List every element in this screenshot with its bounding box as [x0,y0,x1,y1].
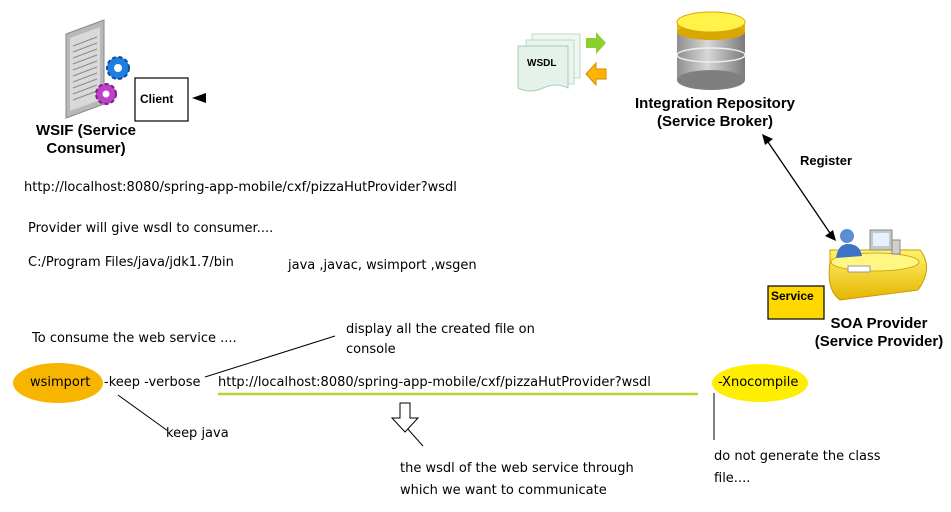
cmd-keep-verbose: -keep -verbose [104,375,201,390]
database-icon [676,11,746,90]
person-icon [836,229,862,258]
gear-icon-small [95,83,117,105]
jdk-tools-note: java ,javac, wsimport ,wsgen [288,258,477,273]
keep-connector [117,394,169,432]
consumer-title: WSIF (Service Consumer) [35,122,137,157]
cmd-xnocompile: -Xnocompile [718,375,799,390]
xnocompile-highlight [712,364,808,402]
wsdl-label: WSDL [527,58,557,69]
cmd-wsimport: wsimport [30,375,91,390]
client-label: Client [140,92,174,106]
register-arrow [762,134,836,241]
keep-java-note: keep java [166,426,229,441]
client-arrow-icon [192,93,206,103]
service-box [767,285,825,320]
down-arrow-icon [390,402,420,433]
no-class-note: do not generate the class file.... [714,449,881,486]
display-note: display all the created file on console [346,322,535,357]
jdk-path-note: C:/Program Files/java/jdk1.7/bin [28,255,234,270]
arrow-right-icon [586,32,606,54]
gear-icon [106,56,130,80]
wsdl-document-icon [517,33,581,92]
display-connector [204,335,336,378]
provider-desk-icon [828,229,927,301]
cmd-url: http://localhost:8080/spring-app-mobile/… [218,375,651,390]
client-box [134,77,189,122]
register-label: Register [800,153,853,168]
wsdl-desc-note: the wsdl of the web service through whic… [400,461,634,498]
provider-title: SOA Provider (Service Provider) [814,315,944,350]
to-consume-note: To consume the web service .... [32,331,237,346]
arrow-left-icon [585,61,607,87]
repository-title: Integration Repository (Service Broker) [634,95,795,130]
provider-gives-note: Provider will give wsdl to consumer.... [28,221,274,236]
server-icon [65,19,105,119]
wsimport-highlight [13,363,103,403]
wsdl-url-note: http://localhost:8080/spring-app-mobile/… [24,180,457,195]
service-label: Service [771,289,814,303]
wsdl-desc-connector [405,426,424,447]
